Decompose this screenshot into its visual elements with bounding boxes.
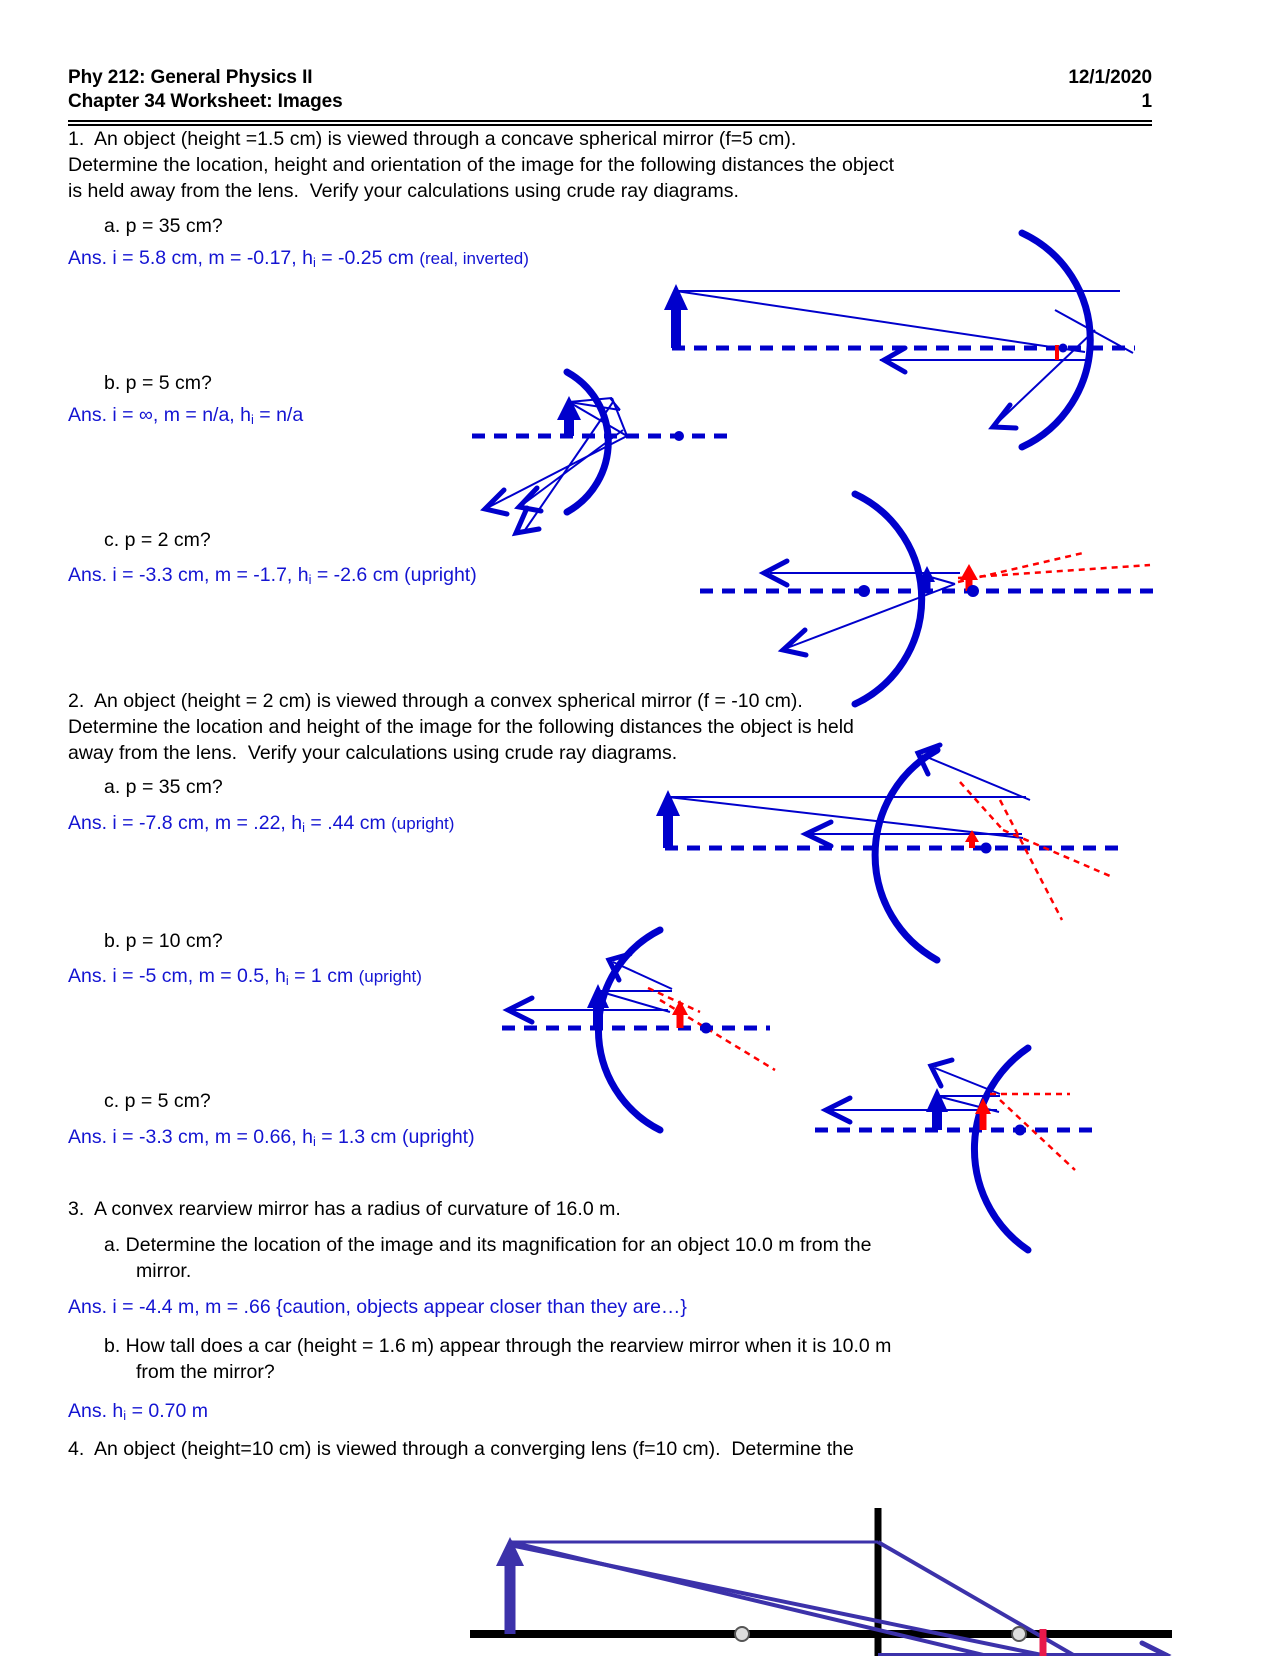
answer-rest: = n/a [253,404,304,426]
answer-text: Ans. h [68,1400,124,1422]
diagram-concave-mirror-p35 [664,229,1135,451]
answer-note: (upright) [391,814,455,833]
page-number: 1 [1141,91,1153,112]
answer-subscript: i [308,572,312,588]
diagram-convex-mirror-p35 [656,742,1120,964]
question-1-part-c-answer: Ans. i = -3.3 cm, m = -1.7, hi = -2.6 cm… [68,562,477,593]
answer-text: Ans. i = -3.3 cm, m = 0.66, h [68,1126,313,1148]
question-2-prompt-line3: away from the lens. Verify your calculat… [68,742,678,764]
question-3-part-b-label-line1: b. How tall does a car (height = 1.6 m) … [104,1335,892,1357]
question-1-prompt-line3: is held away from the lens. Verify your … [68,180,739,202]
question-1-part-b-label: b. p = 5 cm? [104,372,212,394]
question-3-prompt-line1: 3. A convex rearview mirror has a radius… [68,1198,621,1220]
question-1-part-c-label: c. p = 2 cm? [104,529,211,551]
answer-rest: = 0.70 m [126,1400,208,1422]
question-3-part-a-label-line2: mirror. [136,1260,192,1282]
diagram-convex-mirror-p10 [502,926,776,1134]
worksheet-title: Chapter 34 Worksheet: Images [68,91,343,112]
question-2-part-b-answer: Ans. i = -5 cm, m = 0.5, hi = 1 cm (upri… [68,963,422,994]
question-2-part-b-label: b. p = 10 cm? [104,930,223,952]
answer-rest: = 1.3 cm (upright) [315,1126,475,1148]
answer-subscript: i [312,1134,316,1150]
question-3-part-a-answer: Ans. i = -4.4 m, m = .66 {caution, objec… [68,1296,687,1318]
question-2-part-c-label: c. p = 5 cm? [104,1090,211,1112]
course-title: Phy 212: General Physics II [68,67,313,88]
question-2-part-a-answer: Ans. i = -7.8 cm, m = .22, hi = .44 cm (… [68,810,454,841]
answer-note: (upright) [358,967,422,986]
answer-note: (real, inverted) [419,249,529,268]
diagram-concave-mirror-p5 [472,368,735,537]
answer-rest: = 1 cm [288,965,359,987]
answer-subscript: i [123,1408,127,1424]
question-1-part-a-label: a. p = 35 cm? [104,215,223,237]
answer-text: Ans. i = -7.8 cm, m = .22, h [68,812,303,834]
answer-rest: = -2.6 cm (upright) [311,564,477,586]
header-row-worksheet: Chapter 34 Worksheet: Images 1 [68,90,1152,114]
answer-rest: = -0.25 cm [315,247,420,269]
question-1-part-b-answer: Ans. i = ∞, m = n/a, hi = n/a [68,402,303,433]
answer-text: Ans. i = -3.3 cm, m = -1.7, h [68,564,309,586]
answer-rest: = .44 cm [304,812,392,834]
header-row-course: Phy 212: General Physics II 12/1/2020 [68,66,1152,90]
diagram-converging-lens [470,1508,1172,1656]
question-1-part-a-answer: Ans. i = 5.8 cm, m = -0.17, hi = -0.25 c… [68,245,529,276]
answer-subscript: i [250,412,254,428]
question-4-prompt-line1: 4. An object (height=10 cm) is viewed th… [68,1438,854,1460]
question-2-part-a-label: a. p = 35 cm? [104,776,223,798]
answer-subscript: i [312,255,316,271]
question-3-part-b-answer: Ans. hi = 0.70 m [68,1398,208,1429]
answer-text: Ans. i = -5 cm, m = 0.5, h [68,965,286,987]
question-3-part-a-label-line1: a. Determine the location of the image a… [104,1234,872,1256]
question-3-part-b-label-line2: from the mirror? [136,1361,275,1383]
question-1-prompt-line2: Determine the location, height and orien… [68,154,895,176]
header-date: 12/1/2020 [1068,67,1152,88]
answer-subscript: i [285,973,289,989]
diagram-convex-mirror-p5 [815,1044,1095,1254]
answer-text: Ans. i = 5.8 cm, m = -0.17, h [68,247,313,269]
header-divider [68,120,1152,126]
question-2-prompt-line1: 2. An object (height = 2 cm) is viewed t… [68,690,803,712]
question-2-prompt-line2: Determine the location and height of the… [68,716,854,738]
answer-text: Ans. i = ∞, m = n/a, h [68,404,251,426]
question-2-part-c-answer: Ans. i = -3.3 cm, m = 0.66, hi = 1.3 cm … [68,1124,475,1155]
answer-subscript: i [302,820,305,836]
question-1-prompt-line1: 1. An object (height =1.5 cm) is viewed … [68,128,797,150]
page-header: Phy 212: General Physics II 12/1/2020 Ch… [68,66,1152,114]
diagram-concave-mirror-p2 [700,490,1155,708]
